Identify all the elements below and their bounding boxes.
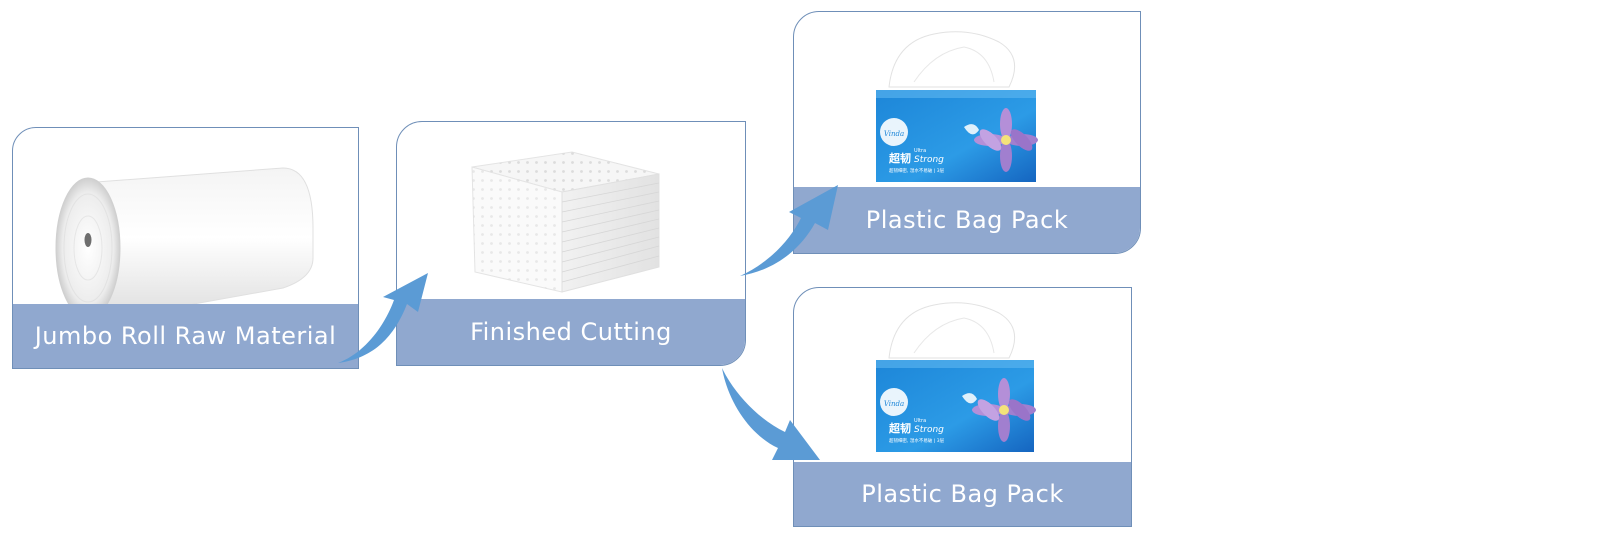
step-label-band: Jumbo Roll Raw Material (13, 304, 358, 368)
pack-product-sub: Strong (914, 425, 944, 435)
step-label-bag-top: Plastic Bag Pack (865, 206, 1069, 234)
pack-product: 超韧 (888, 421, 911, 435)
step-card-jumbo-roll: Jumbo Roll Raw Material (12, 127, 359, 369)
step-label-band: Finished Cutting (397, 299, 745, 365)
pack-tagline: 超韧细密, 湿水不易破 | 3层 (889, 167, 945, 174)
tissue-pack-image: Vinda 超韧 Strong Ultra 超韧细密, 湿水不易破 | 3层 (876, 31, 1038, 182)
pack-product: 超韧 (888, 151, 911, 165)
step-label-bag-bottom: Plastic Bag Pack (861, 480, 1064, 508)
step-label-cutting: Finished Cutting (470, 318, 672, 346)
pack-brand: Vinda (884, 130, 904, 138)
step-label-jumbo: Jumbo Roll Raw Material (34, 322, 337, 350)
pack-tagline: 超韧细密, 湿水不易破 | 3层 (889, 437, 945, 444)
tissue-pack-image: Vinda 超韧 Strong Ultra 超韧细密, 湿水不易破 | 3层 (876, 302, 1036, 452)
pack-product-sub: Strong (914, 155, 944, 165)
pack-brand: Vinda (884, 400, 904, 408)
step-card-plastic-bag-pack-top: Vinda 超韧 Strong Ultra 超韧细密, 湿水不易破 | 3层 P… (793, 11, 1141, 254)
cut-tissue-block-image (471, 151, 660, 293)
step-card-plastic-bag-pack-bottom: Vinda 超韧 Strong Ultra 超韧细密, 湿水不易破 | 3层 P… (793, 287, 1132, 527)
step-label-band: Plastic Bag Pack (794, 187, 1140, 253)
pack-product-tag: Ultra (914, 148, 926, 154)
step-label-band: Plastic Bag Pack (794, 462, 1131, 526)
step-card-finished-cutting: Finished Cutting (396, 121, 746, 366)
pack-product-tag: Ultra (914, 418, 926, 424)
jumbo-roll-image (55, 167, 314, 308)
